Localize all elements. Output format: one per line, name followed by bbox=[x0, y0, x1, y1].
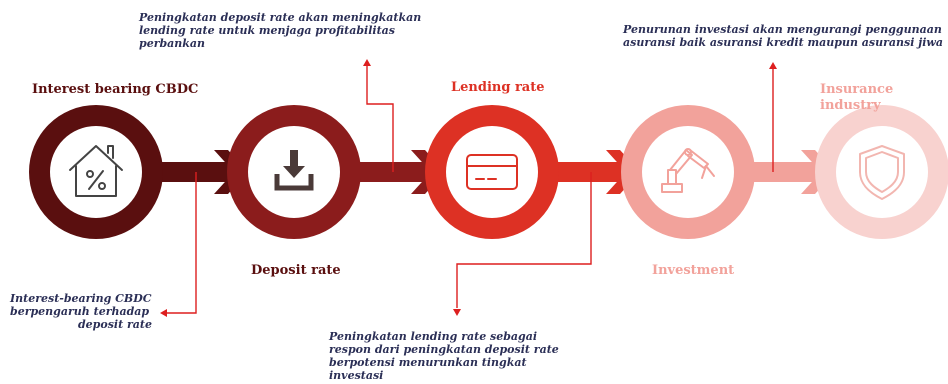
stage-label-deposit: Deposit rate bbox=[251, 263, 341, 278]
stage-ring-center bbox=[446, 126, 538, 218]
shield-icon bbox=[859, 145, 905, 200]
arrowhead-icon bbox=[453, 309, 461, 316]
annotation-line: respon dari peningkatan deposit rate bbox=[329, 343, 559, 356]
annotation-line: Peningkatan deposit rate akan meningkatk… bbox=[139, 11, 422, 24]
annotation-deposit-lending: Peningkatan deposit rate akan meningkatk… bbox=[139, 11, 421, 50]
annotation-line: asuransi baik asuransi kredit maupun asu… bbox=[623, 36, 943, 49]
connector-lending-investment bbox=[456, 172, 592, 308]
annotation-line: Peningkatan lending rate sebagai bbox=[329, 330, 538, 343]
annotation-line: perbankan bbox=[139, 37, 206, 50]
annotation-lending-investment: Peningkatan lending rate sebagai respon … bbox=[329, 330, 559, 382]
stage-ring-center bbox=[642, 126, 734, 218]
arrowhead-icon bbox=[363, 59, 371, 66]
download-icon bbox=[274, 150, 314, 191]
stage-ring-center bbox=[50, 126, 142, 218]
connector-bar bbox=[150, 162, 230, 182]
annotation-line: lending rate untuk menjaga profitabilita… bbox=[139, 24, 395, 37]
annotation-line: berpotensi menurunkan tingkat bbox=[329, 356, 527, 369]
credit-card-icon bbox=[466, 154, 518, 190]
connector-cbdc-deposit bbox=[166, 172, 197, 314]
connector-deposit-lending bbox=[366, 66, 394, 172]
house-percent-icon bbox=[69, 145, 123, 197]
annotation-line: deposit rate bbox=[77, 318, 152, 331]
stage-ring-center bbox=[836, 126, 928, 218]
connector-bar bbox=[735, 162, 817, 182]
annotation-line: Interest-bearing CBDC bbox=[10, 292, 152, 305]
annotation-line: investasi bbox=[329, 369, 384, 382]
arrowhead-icon bbox=[769, 62, 777, 69]
connector-bar bbox=[542, 162, 622, 182]
annotation-line: berpengaruh terhadap bbox=[10, 305, 150, 318]
stage-label-cbdc: Interest bearing CBDC bbox=[32, 82, 199, 97]
annotation-cbdc-deposit: Interest-bearing CBDC berpengaruh terhad… bbox=[10, 292, 152, 331]
annotation-line: Penurunan investasi akan mengurangi peng… bbox=[623, 23, 942, 36]
connector-bar bbox=[345, 162, 427, 182]
stage-label-lending: Lending rate bbox=[451, 80, 545, 95]
annotation-investment-insurance: Penurunan investasi akan mengurangi peng… bbox=[623, 23, 943, 49]
stage-label-investment: Investment bbox=[652, 263, 735, 278]
robot-arm-icon bbox=[661, 148, 715, 193]
arrowhead-icon bbox=[160, 309, 167, 317]
stage-label-insurance: Insurance industry bbox=[820, 82, 894, 113]
